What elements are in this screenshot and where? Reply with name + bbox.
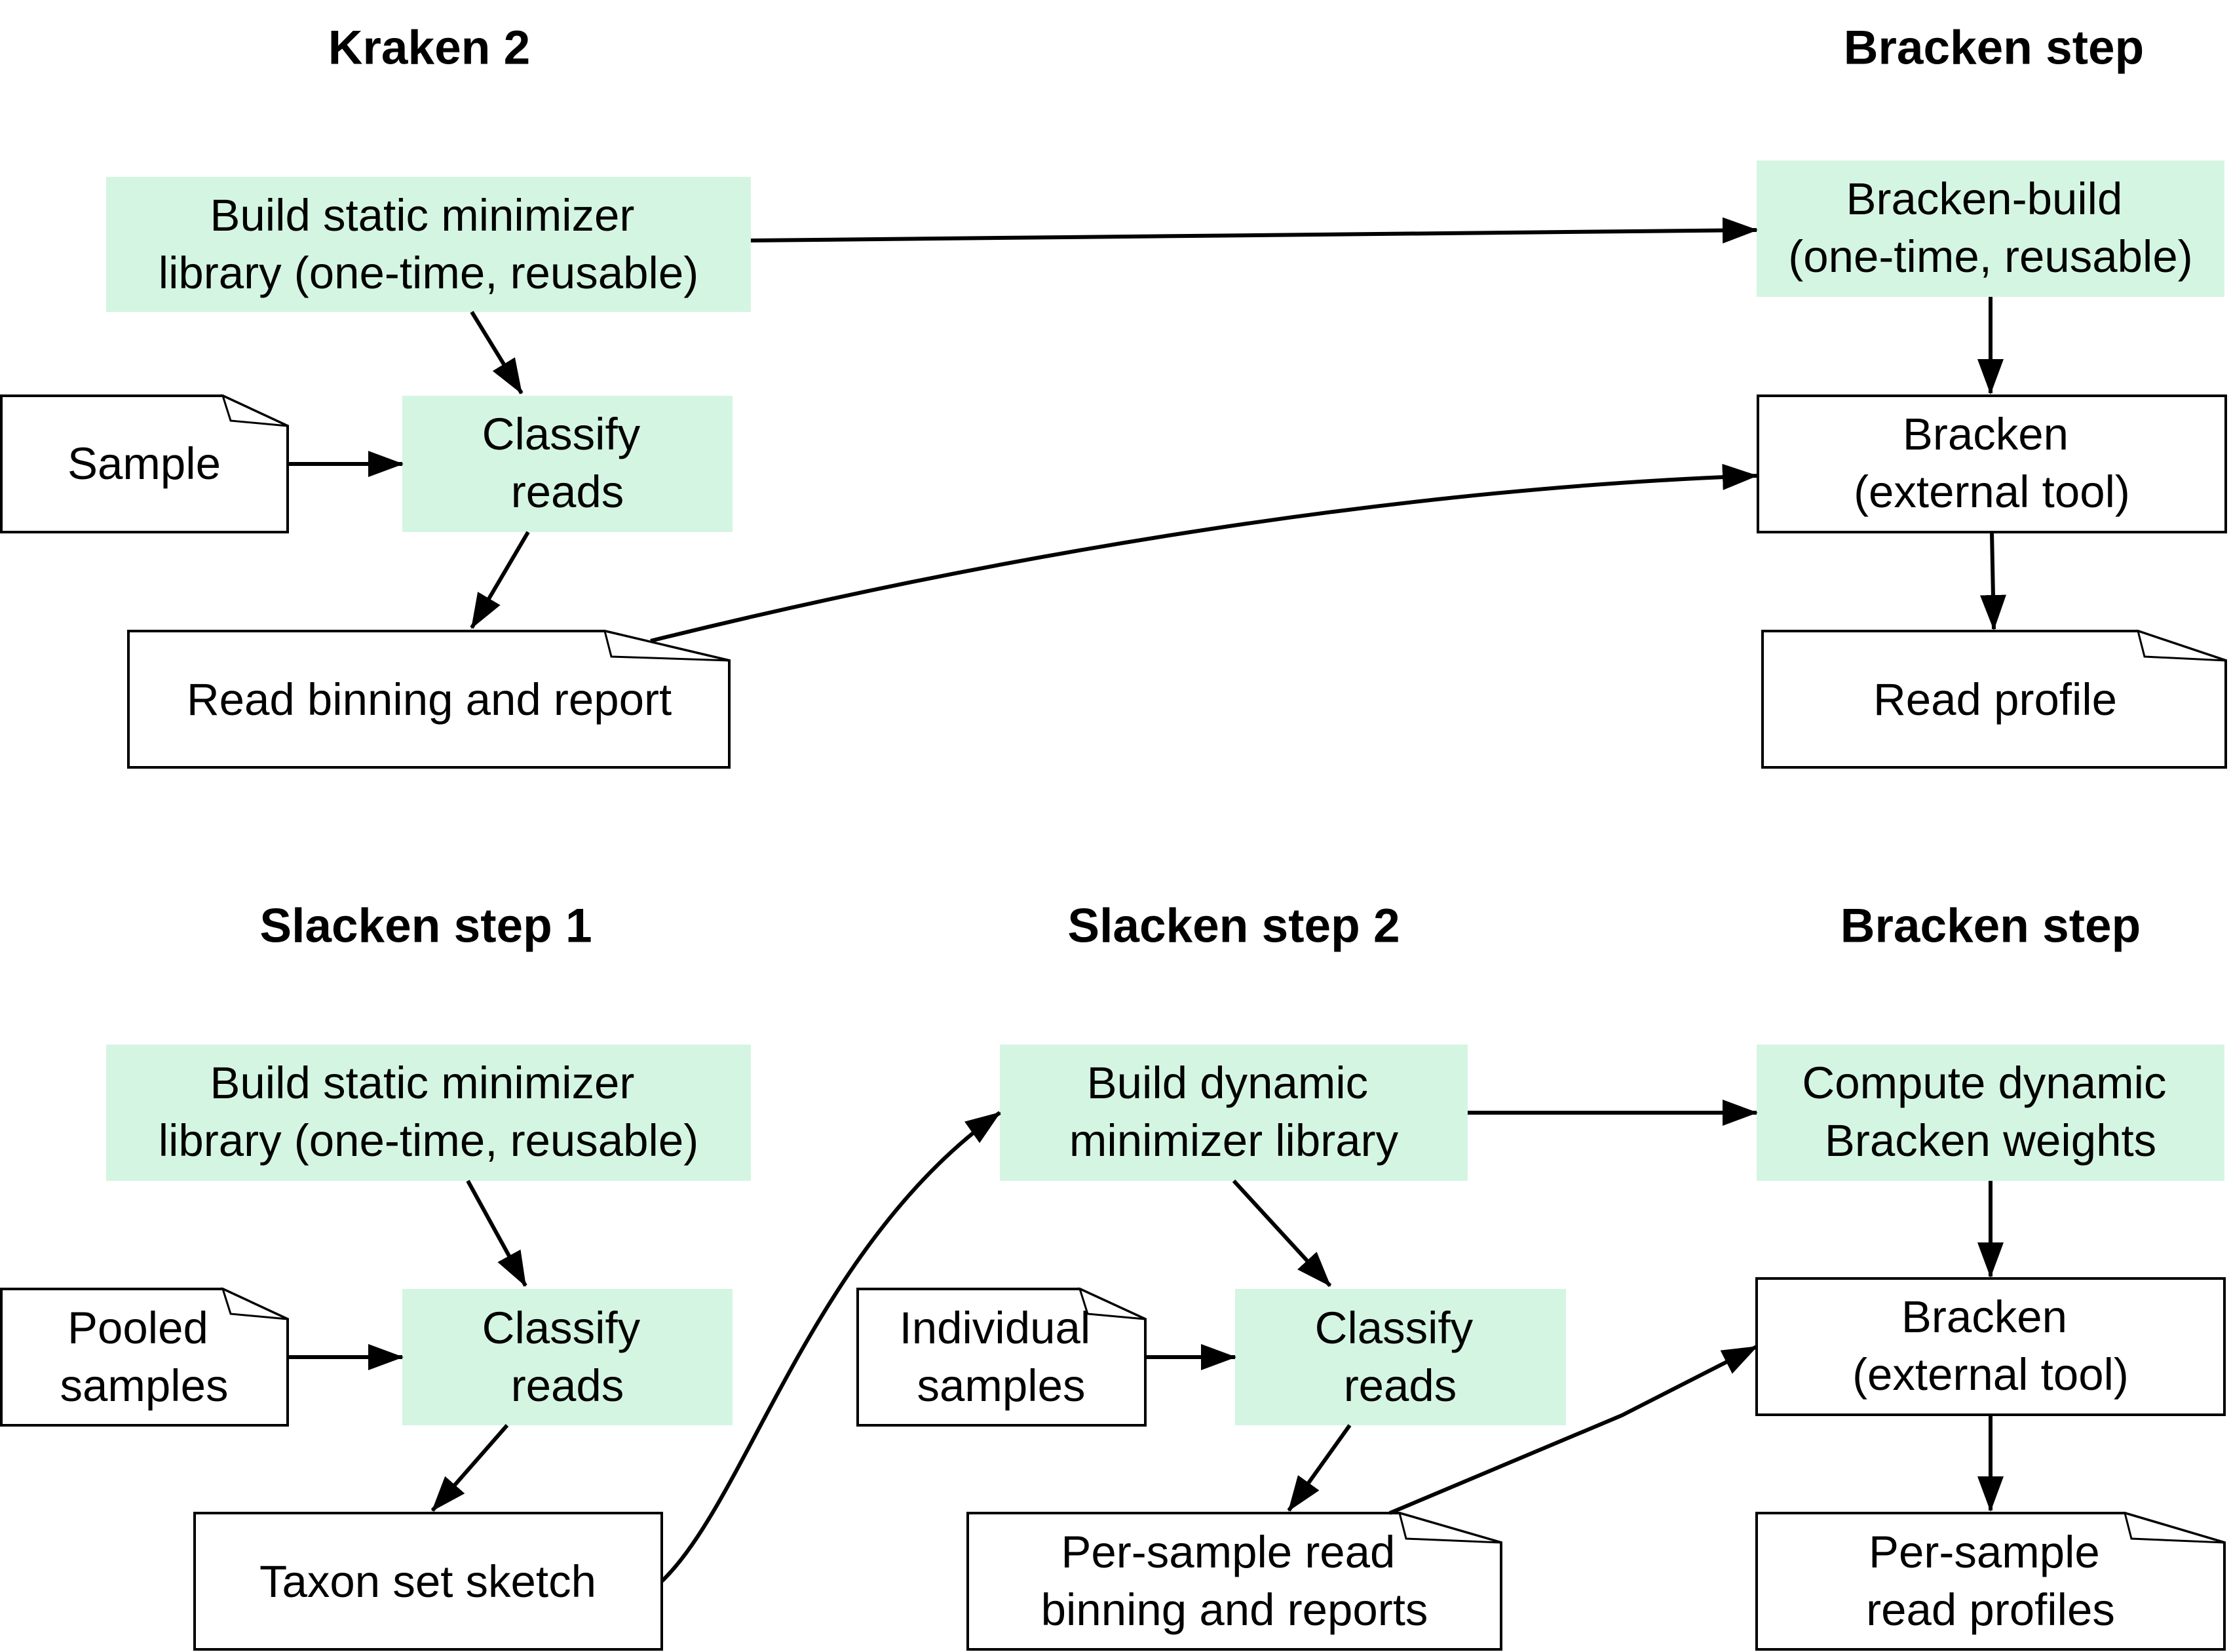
section-title-slacken-step-2: Slacken step 2: [1067, 899, 1400, 952]
node-label-line: Bracken: [1903, 409, 2069, 459]
node-read-profile-document: Read profile: [1761, 629, 2227, 769]
node-label-line: Compute dynamic: [1802, 1058, 2166, 1108]
node-label-line: samples: [917, 1360, 1086, 1411]
node-label-line: reads: [1344, 1360, 1457, 1411]
node-bracken-build: Bracken-build (one-time, reusable): [1757, 161, 2224, 297]
edge-read-binning-to-bracken: [650, 463, 1758, 643]
section-title-bracken-bottom: Bracken step: [1840, 899, 2141, 952]
edge-build-static-to-bracken-build: [750, 217, 1758, 244]
node-read-binning-report-document: Read binning and report: [127, 629, 731, 769]
node-classify-reads-slacken-1: Classify reads: [402, 1289, 733, 1425]
node-label-line: Bracken-build: [1846, 174, 2122, 224]
node-taxon-set-sketch: Taxon set sketch: [193, 1512, 663, 1651]
svg-text:Build static minimizer l: Build static minimizer library (one-time…: [159, 190, 698, 298]
node-label-line: binning and reports: [1041, 1585, 1428, 1635]
node-label-line: Classify: [482, 1303, 641, 1353]
node-bracken-external-tool-top: Bracken (external tool): [1757, 394, 2227, 533]
svg-text:Compute dynamic Bracken: Compute dynamic Bracken weights: [1802, 1058, 2179, 1166]
edge-build-static-to-classify-slacken: [466, 1180, 527, 1287]
node-label-line: Bracken: [1901, 1292, 2067, 1342]
svg-text:Per-sample read binning: Per-sample read binning and reports: [1041, 1527, 1428, 1635]
svg-text:Read binning and report: Read binning and report: [187, 674, 672, 725]
node-individual-samples-document: Individual samples: [856, 1287, 1147, 1427]
node-label-line: Sample: [67, 438, 221, 489]
svg-text:Build dynamic minimizer: Build dynamic minimizer library: [1069, 1058, 1399, 1166]
node-label-line: Read profile: [1873, 674, 2117, 725]
node-label-line: Build static minimizer: [210, 1058, 634, 1108]
node-label-line: library (one-time, reusable): [159, 1115, 698, 1166]
node-label-line: Pooled: [67, 1303, 208, 1353]
svg-text:Build static minimizer l: Build static minimizer library (one-time…: [159, 1058, 698, 1166]
node-pooled-samples-document: Pooled samples: [0, 1287, 289, 1427]
edge-classify-to-taxon-sketch: [430, 1424, 509, 1512]
section-title-slacken-step-1: Slacken step 1: [259, 899, 592, 952]
node-label-line: Taxon set sketch: [259, 1556, 596, 1607]
node-classify-reads-kraken: Classify reads: [402, 396, 733, 532]
node-bracken-external-tool-bottom: Bracken (external tool): [1755, 1277, 2226, 1416]
svg-text:Taxon set sketch: Taxon set sketch: [259, 1556, 596, 1607]
node-label-line: Classify: [482, 409, 641, 459]
svg-text:Individual samples: Individual samples: [900, 1303, 1103, 1411]
node-label-line: Read binning and report: [187, 674, 672, 725]
node-classify-reads-slacken-2: Classify reads: [1235, 1289, 1566, 1425]
node-label-line: Individual: [900, 1303, 1091, 1353]
svg-text:Pooled samples: Pooled samples: [60, 1303, 229, 1411]
node-build-dynamic-library: Build dynamic minimizer library: [1000, 1045, 1468, 1181]
edge-bracken-to-read-profile: [1979, 531, 2006, 630]
node-sample-document: Sample: [0, 394, 289, 533]
svg-text:Bracken (external tool): Bracken (external tool): [1854, 409, 2130, 517]
svg-text:Bracken (external tool): Bracken (external tool): [1852, 1292, 2129, 1400]
edge-per-sample-binning-to-bracken: [1388, 1345, 1758, 1515]
node-build-static-library-kraken: Build static minimizer library (one-time…: [106, 177, 751, 312]
edge-classify-to-per-sample-binning: [1287, 1424, 1352, 1512]
node-label-line: Build dynamic: [1087, 1058, 1369, 1108]
node-label-line: Classify: [1315, 1303, 1474, 1353]
node-label-line: reads: [511, 467, 624, 517]
node-compute-dynamic-bracken-weights: Compute dynamic Bracken weights: [1757, 1045, 2224, 1181]
section-title-kraken2: Kraken 2: [328, 21, 530, 74]
node-build-static-library-slacken: Build static minimizer library (one-time…: [106, 1045, 751, 1181]
node-label-line: (external tool): [1852, 1349, 2129, 1400]
svg-text:Classify reads: Classify reads: [1315, 1303, 1486, 1411]
edge-build-static-to-classify-kraken: [470, 311, 524, 394]
edge-taxon-sketch-to-build-dynamic: [660, 1111, 1001, 1583]
node-label-line: Per-sample: [1869, 1527, 2100, 1577]
node-label-line: Bracken weights: [1825, 1115, 2156, 1166]
node-label-line: read profiles: [1866, 1585, 2115, 1635]
node-label-line: Per-sample read: [1061, 1527, 1395, 1577]
svg-text:Bracken-build (one-time,: Bracken-build (one-time, reusable): [1788, 174, 2192, 282]
node-per-sample-profiles-document: Per-sample read profiles: [1755, 1511, 2226, 1651]
edge-classify-to-read-binning: [470, 531, 530, 629]
node-label-line: Build static minimizer: [210, 190, 634, 240]
node-label-line: (external tool): [1854, 467, 2130, 517]
node-label-line: reads: [511, 1360, 624, 1411]
node-label-line: samples: [60, 1360, 229, 1411]
node-label-line: (one-time, reusable): [1788, 231, 2192, 282]
svg-text:Per-sample read profiles: Per-sample read profiles: [1866, 1527, 2115, 1635]
node-label-line: minimizer library: [1069, 1115, 1399, 1166]
svg-text:Read profile: Read profile: [1873, 674, 2117, 725]
svg-text:Sample: Sample: [67, 438, 221, 489]
edge-build-dynamic-to-classify: [1232, 1179, 1332, 1288]
node-label-line: library (one-time, reusable): [159, 248, 698, 298]
svg-text:Classify reads: Classify reads: [482, 409, 653, 517]
svg-text:Classify reads: Classify reads: [482, 1303, 653, 1411]
node-per-sample-binning-document: Per-sample read binning and reports: [966, 1511, 1502, 1651]
section-title-bracken-top: Bracken step: [1844, 21, 2145, 74]
